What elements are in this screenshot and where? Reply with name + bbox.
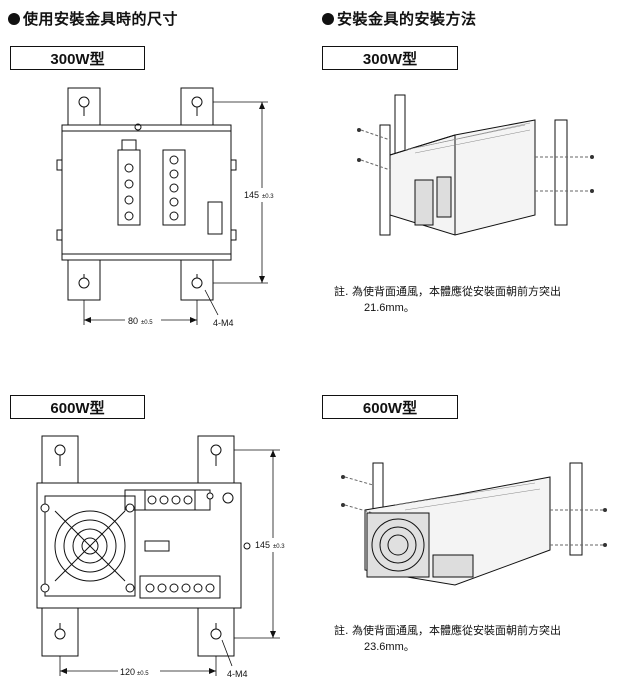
screw-label-600w: 4-M4: [227, 669, 248, 679]
mounting-method-heading-text: 安裝金具的安裝方法: [337, 10, 477, 28]
illustration-300w-mounting: [357, 94, 594, 236]
note-600w-line2: 23.6mm。: [364, 641, 415, 653]
bullet-icon: [8, 13, 20, 25]
psu-body-300w: [389, 119, 536, 236]
bracket-right: [554, 119, 568, 226]
bracket-right: [569, 462, 583, 556]
keyhole-icon: [78, 277, 90, 289]
bracket-bottom-left: [41, 607, 79, 657]
bracket-bottom-right: [197, 607, 235, 657]
mounting-method-heading: 安裝金具的安裝方法: [322, 8, 477, 29]
keyhole-icon: [191, 277, 203, 289]
width-tol-600w: ±0.5: [137, 671, 149, 677]
keyhole-icon: [78, 96, 90, 108]
label-600w-dimensions: 600W型: [10, 395, 145, 419]
fan-icon: [366, 512, 430, 578]
note-300w: 註. 為使背面通風，本體應從安裝面朝前方突出 21.6mm。: [334, 284, 629, 316]
label-300w-dimensions: 300W型: [10, 46, 145, 70]
label-600w-mounting: 600W型: [322, 395, 458, 419]
body-300w: [61, 124, 232, 261]
height-tol-300w: ±0.3: [262, 194, 274, 200]
note-600w-line1: 註. 為使背面通風，本體應從安裝面朝前方突出: [334, 624, 561, 637]
drawing-600w-dimensions: 145 ±0.3 120 ±0.5 4-M4: [36, 435, 293, 679]
dimensions-heading-text: 使用安裝金具時的尺寸: [23, 10, 179, 28]
note-600w: 註. 為使背面通風，本體應從安裝面朝前方突出 23.6mm。: [334, 623, 629, 655]
fan-icon: [54, 510, 126, 582]
dimensions-heading: 使用安裝金具時的尺寸: [8, 8, 178, 29]
bracket-left: [379, 124, 391, 236]
keyhole-icon: [210, 628, 222, 640]
bracket-bottom-left: [67, 259, 101, 301]
terminal-strip-bottom: [139, 575, 221, 599]
keyhole-icon: [54, 444, 66, 456]
keyhole-icon: [191, 96, 203, 108]
width-tol-300w: ±0.5: [141, 320, 153, 326]
width-dim-300w: 80: [128, 316, 138, 326]
bullet-icon: [322, 13, 334, 25]
bracket-bottom-right: [180, 259, 214, 301]
height-dim-300w: 145: [244, 190, 259, 200]
width-dim-600w: 120: [120, 667, 135, 677]
illustration-600w-mounting: [341, 462, 607, 586]
terminal-block-right: [162, 149, 186, 226]
keyhole-icon: [210, 444, 222, 456]
body-600w: [36, 482, 242, 609]
height-tol-600w: ±0.3: [273, 544, 285, 550]
drawing-300w-dimensions: 145 ±0.3 80 ±0.5 4-M4: [56, 87, 283, 328]
note-300w-line1: 註. 為使背面通風，本體應從安裝面朝前方突出: [334, 285, 561, 298]
screw-label-300w: 4-M4: [213, 318, 234, 328]
note-300w-line2: 21.6mm。: [364, 302, 415, 314]
label-300w-mounting: 300W型: [322, 46, 458, 70]
fan-housing: [44, 495, 136, 597]
height-dim-600w: 145: [255, 540, 270, 550]
keyhole-icon: [54, 628, 66, 640]
